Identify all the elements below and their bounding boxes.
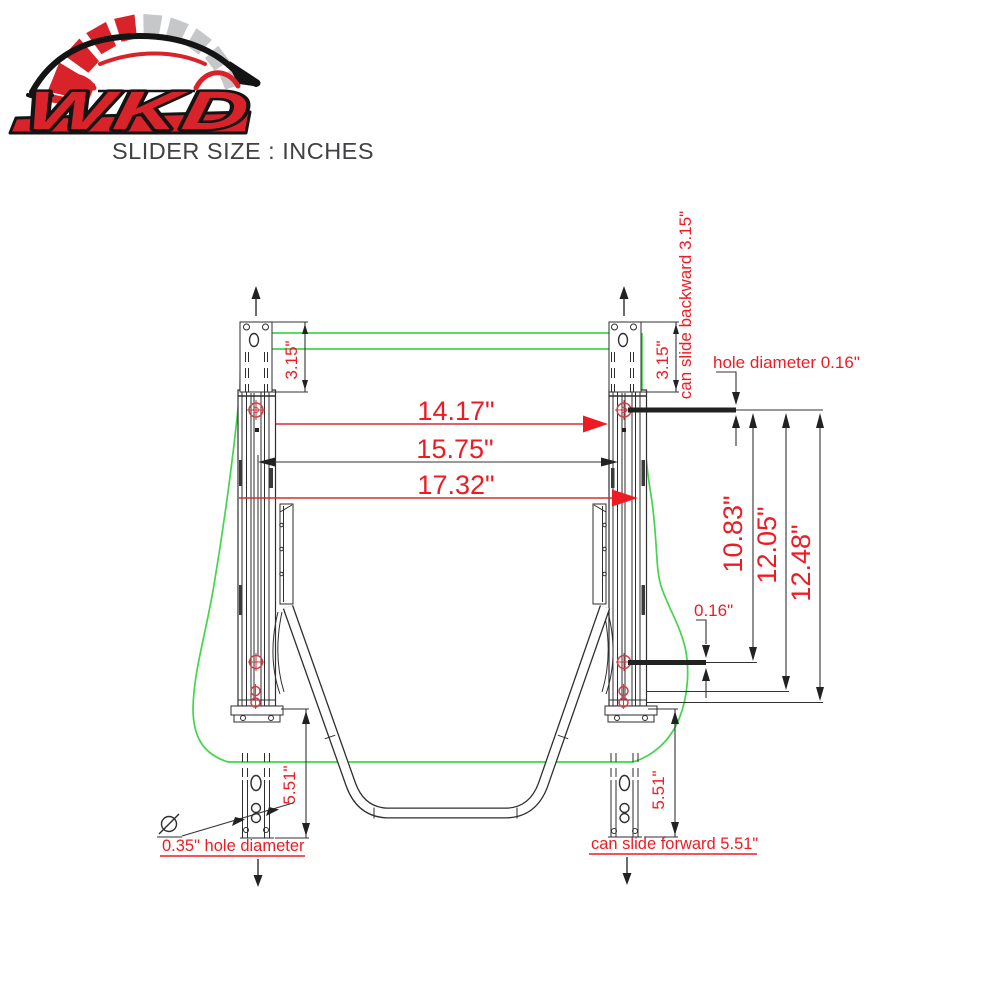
width-outer-arrow: [612, 489, 638, 507]
locking-pins: [247, 400, 736, 709]
pin-height-3-label: 12.48": [786, 524, 816, 601]
bottom-left-bracket: [240, 753, 274, 839]
pin-height-1-label: 10.83": [718, 495, 748, 572]
hole-diameter-top-label: hole diameter 0.16": [713, 353, 860, 372]
pin-bar-bottom: [628, 660, 706, 665]
pin-height-2-label: 12.05": [752, 506, 782, 583]
slide-direction-up-arrows: [251, 286, 629, 316]
bottom-right-slide-label: 5.51": [649, 770, 668, 809]
top-left-slide-label: 3.15": [282, 340, 301, 379]
pin-thickness-label: 0.16": [694, 601, 733, 620]
top-left-bracket: [239, 321, 308, 393]
release-handle-tube: [282, 605, 611, 819]
wkd-logo-bar: [8, 110, 252, 135]
right-latch-lever: [605, 611, 614, 695]
right-rail: [604, 389, 658, 723]
width-mid-label: 15.75": [416, 434, 493, 464]
diameter-symbol-icon: [157, 813, 182, 838]
bottom-right-bracket: [608, 753, 642, 838]
dimension-annotations: 14.17" 15.75" 17.32" 3.15" 3.15" can sli…: [157, 211, 860, 887]
left-latch-lever: [272, 611, 281, 695]
seat-mount-plates: [257, 455, 614, 695]
hole-diameter-bottom-label: 0.35" hole diameter: [162, 837, 305, 855]
wkd-logo-text: WKD: [21, 80, 257, 141]
car-silhouette-icon: [26, 32, 261, 99]
pin-bar-top: [628, 407, 736, 413]
pin-targets-bottom-left: [248, 653, 264, 709]
bottom-left-slide-label: 5.51": [280, 765, 299, 804]
top-right-slide-label: 3.15": [653, 340, 672, 379]
width-inner-arrow: [583, 415, 608, 433]
green-outline-path: [192, 332, 689, 763]
left-rail: [230, 389, 284, 723]
can-slide-backward-label: can slide backward 3.15": [676, 211, 695, 399]
width-inner-label: 14.17": [417, 396, 494, 426]
top-right-bracket: [608, 321, 679, 393]
seat-outline-green: [192, 332, 689, 763]
can-slide-forward-label: can slide forward 5.51": [591, 835, 758, 853]
wkd-logo: WKD: [8, 14, 261, 143]
pin-target-top-left: [247, 400, 265, 420]
page-title: SLIDER SIZE : INCHES: [112, 138, 374, 164]
width-outer-label: 17.32": [417, 470, 494, 500]
